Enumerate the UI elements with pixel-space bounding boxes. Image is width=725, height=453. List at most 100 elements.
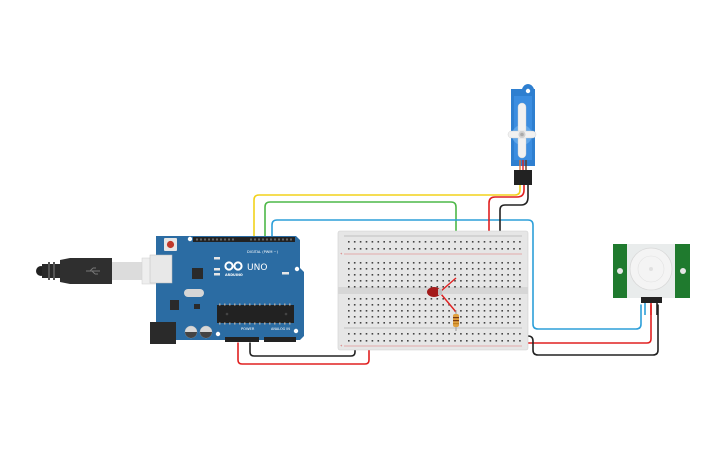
breadboard-hole[interactable] [442,274,444,276]
breadboard-hole[interactable] [377,274,380,276]
breadboard-hole[interactable] [418,310,421,312]
breadboard-hole[interactable] [389,298,391,300]
breadboard-hole[interactable] [395,298,397,300]
breadboard-hole[interactable] [412,304,415,306]
breadboard-hole[interactable] [383,340,385,342]
breadboard-hole[interactable] [501,262,503,264]
breadboard-hole[interactable] [365,322,368,324]
breadboard-hole[interactable] [395,268,397,270]
breadboard-hole[interactable] [448,316,450,318]
breadboard-hole[interactable] [383,248,385,250]
breadboard-hole[interactable] [377,280,380,282]
black-wire-gnd[interactable] [249,339,356,357]
breadboard-hole[interactable] [395,280,397,282]
breadboard-hole[interactable] [477,340,480,342]
breadboard-hole[interactable] [359,304,362,306]
breadboard-hole[interactable] [430,248,433,250]
breadboard-hole[interactable] [442,304,444,306]
breadboard-hole[interactable] [389,333,391,335]
breadboard-hole[interactable] [471,286,474,288]
breadboard-hole[interactable] [454,280,456,282]
black-wire-pir[interactable] [511,304,659,356]
breadboard-hole[interactable] [489,298,492,300]
breadboard-hole[interactable] [407,262,409,264]
breadboard-hole[interactable] [495,333,498,335]
breadboard-hole[interactable] [513,304,515,306]
breadboard-hole[interactable] [448,310,450,312]
breadboard-hole[interactable] [460,248,462,250]
breadboard-hole[interactable] [365,241,368,243]
breadboard-hole[interactable] [501,333,503,335]
breadboard-hole[interactable] [519,248,521,250]
breadboard-hole[interactable] [359,310,362,312]
blue-wire[interactable] [271,219,642,330]
breadboard-hole[interactable] [519,340,521,342]
breadboard-hole[interactable] [383,241,385,243]
breadboard-hole[interactable] [424,310,427,312]
breadboard-hole[interactable] [377,241,380,243]
breadboard-hole[interactable] [442,262,444,264]
breadboard-hole[interactable] [371,316,374,318]
breadboard-hole[interactable] [353,241,356,243]
breadboard-hole[interactable] [407,310,409,312]
breadboard-hole[interactable] [448,322,450,324]
breadboard-hole[interactable] [377,333,380,335]
breadboard-hole[interactable] [348,298,350,300]
breadboard-hole[interactable] [448,268,450,270]
breadboard-hole[interactable] [471,280,474,282]
breadboard-hole[interactable] [348,268,350,270]
breadboard-hole[interactable] [483,310,486,312]
breadboard-hole[interactable] [495,298,498,300]
breadboard-hole[interactable] [454,333,456,335]
breadboard-hole[interactable] [353,286,356,288]
breadboard-hole[interactable] [507,310,509,312]
breadboard-hole[interactable] [412,268,415,270]
breadboard-hole[interactable] [471,304,474,306]
breadboard-hole[interactable] [442,310,444,312]
breadboard-hole[interactable] [466,310,468,312]
breadboard-hole[interactable] [407,298,409,300]
breadboard-hole[interactable] [471,248,474,250]
breadboard-hole[interactable] [442,322,444,324]
breadboard-hole[interactable] [377,298,380,300]
breadboard-hole[interactable] [483,280,486,282]
breadboard-hole[interactable] [365,262,368,264]
breadboard-hole[interactable] [513,248,515,250]
breadboard-hole[interactable] [436,304,439,306]
breadboard-hole[interactable] [401,304,403,306]
breadboard-hole[interactable] [466,248,468,250]
breadboard-hole[interactable] [513,274,515,276]
breadboard-hole[interactable] [460,298,462,300]
breadboard-hole[interactable] [359,298,362,300]
breadboard-hole[interactable] [348,241,350,243]
breadboard-hole[interactable] [466,316,468,318]
breadboard-hole[interactable] [519,280,521,282]
breadboard-hole[interactable] [430,322,433,324]
breadboard-hole[interactable] [430,280,433,282]
breadboard-hole[interactable] [477,298,480,300]
breadboard-hole[interactable] [483,340,486,342]
breadboard-hole[interactable] [359,248,362,250]
breadboard-hole[interactable] [424,268,427,270]
breadboard-hole[interactable] [371,274,374,276]
breadboard-hole[interactable] [407,286,409,288]
breadboard-hole[interactable] [454,262,456,264]
micro-servo[interactable] [507,84,537,185]
breadboard-hole[interactable] [483,274,486,276]
breadboard-hole[interactable] [460,268,462,270]
breadboard-hole[interactable] [477,286,480,288]
breadboard-hole[interactable] [412,248,415,250]
breadboard-hole[interactable] [377,262,380,264]
breadboard-hole[interactable] [418,286,421,288]
breadboard-hole[interactable] [466,286,468,288]
breadboard-hole[interactable] [353,322,356,324]
breadboard-hole[interactable] [371,262,374,264]
breadboard-hole[interactable] [383,298,385,300]
breadboard-hole[interactable] [501,322,503,324]
breadboard-hole[interactable] [365,280,368,282]
breadboard-hole[interactable] [507,241,509,243]
breadboard-hole[interactable] [448,333,450,335]
breadboard-hole[interactable] [507,248,509,250]
breadboard-hole[interactable] [477,248,480,250]
breadboard-hole[interactable] [348,286,350,288]
